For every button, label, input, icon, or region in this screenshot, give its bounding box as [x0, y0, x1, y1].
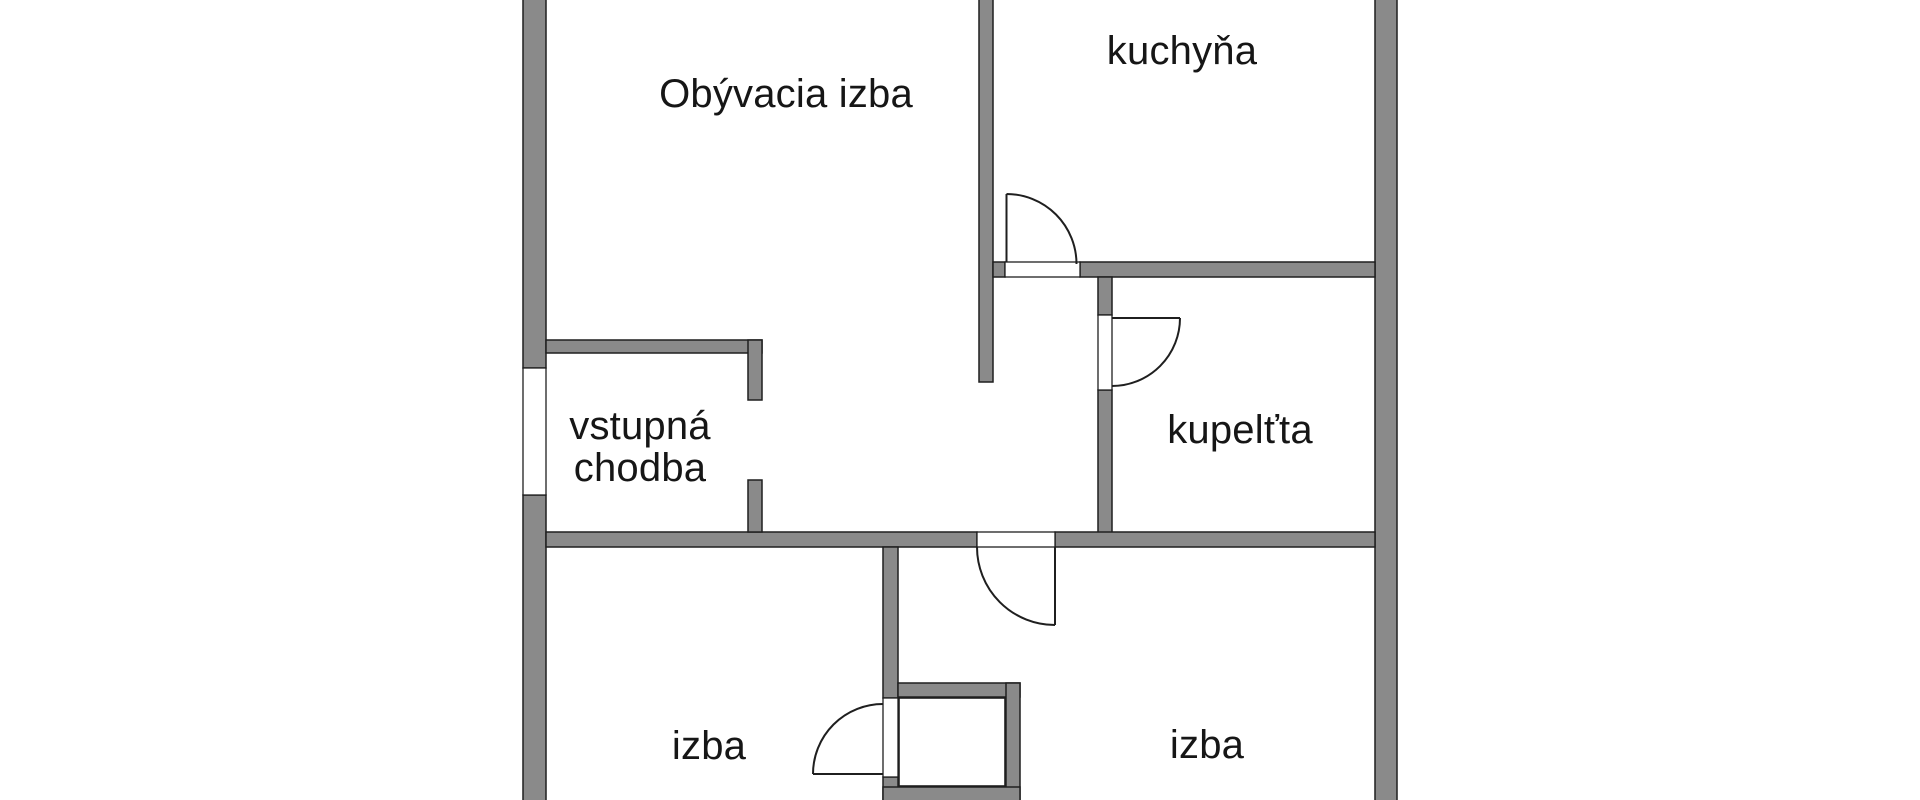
closet-door-arc: [812, 703, 884, 775]
wall-entry-hall-east-upper: [747, 339, 763, 401]
kitchen-door-arc: [1006, 193, 1078, 265]
closet-interior-box: [898, 697, 1006, 787]
room-label-living: Obývacia izba: [659, 72, 913, 116]
wall-living-kitchen-divider: [978, 0, 994, 383]
room-label-entry-hall-line1: vstupná: [569, 404, 711, 448]
room-label-room-left: izba: [671, 724, 747, 768]
room-label-entry-hall: vstupná chodba: [569, 405, 711, 489]
wall-closet-top: [897, 682, 1021, 698]
entrance-door-opening: [522, 367, 547, 496]
wall-entry-hall-east-lower: [747, 479, 763, 533]
bathroom-door-opening: [1097, 314, 1113, 391]
door-swings: [812, 193, 1181, 775]
wall-entry-hall-top: [545, 339, 763, 354]
wall-kitchen-south-right: [1079, 261, 1376, 278]
kitchen-door-opening: [1004, 261, 1081, 278]
wall-outer-right: [1374, 0, 1398, 800]
bathroom-door-arc: [1111, 317, 1181, 387]
room-label-bathroom: kupelťta: [1167, 408, 1313, 452]
corridor-door-opening: [976, 531, 1056, 548]
wall-closet-east: [1005, 682, 1021, 800]
room-label-entry-hall-line2: chodba: [573, 446, 707, 490]
wall-closet-bottom: [882, 786, 1021, 800]
room-label-room-right: izba: [1169, 723, 1245, 767]
wall-left-room-east-upper: [882, 546, 899, 699]
door-openings: [522, 261, 1113, 778]
walls: [522, 0, 1398, 800]
wall-corridor-south-right: [1054, 531, 1376, 548]
wall-outer-left-lower: [522, 494, 547, 800]
wall-bathroom-west-lower: [1097, 389, 1113, 534]
closet-door-opening: [882, 697, 899, 778]
wall-outer-left-upper: [522, 0, 547, 369]
wall-kitchen-south-stub: [992, 261, 1006, 278]
wall-bathroom-west-upper: [1097, 276, 1113, 316]
wall-corridor-south-left: [545, 531, 978, 548]
room-label-kitchen: kuchyňa: [1106, 29, 1258, 73]
corridor-door-arc: [976, 546, 1056, 626]
